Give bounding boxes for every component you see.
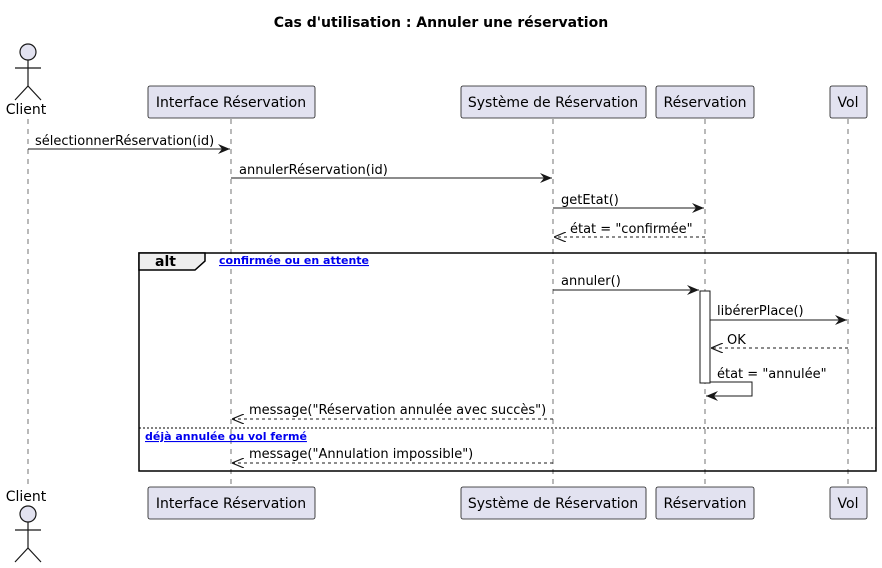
alt-keyword: alt [155, 254, 176, 270]
participant-label-client-top: Client [6, 102, 47, 118]
participant-box-vol-bottom [829, 486, 868, 520]
participant-label-interface-top: Interface Réservation [156, 95, 306, 111]
participant-box-reservation-top [655, 85, 755, 119]
actor-client-bottom [14, 505, 42, 563]
message-label-7: OK [727, 333, 746, 348]
message-label-1: sélectionnerRéservation(id) [35, 134, 214, 149]
participant-label-interface-bottom: Interface Réservation [156, 496, 306, 512]
alt-fragment: alt confirmée ou en attente déjà annulée… [138, 252, 877, 472]
alt-frame [138, 252, 877, 472]
message-label-4: état = "confirmée" [570, 222, 693, 237]
message-arrow-8-self [706, 381, 753, 401]
alt-tab [138, 252, 206, 271]
participant-box-reservation-bottom [655, 486, 755, 520]
participant-box-systeme-top [460, 85, 647, 119]
actor-legs [14, 85, 42, 101]
participant-box-systeme-bottom [460, 486, 647, 520]
alt-condition-1: confirmée ou en attente [219, 254, 369, 267]
participant-box-interface-bottom [147, 486, 316, 520]
participant-label-systeme-top: Système de Réservation [468, 95, 638, 111]
message-label-9: message("Réservation annulée avec succès… [249, 403, 546, 418]
message-label-3: getEtat() [561, 193, 619, 208]
message-label-10: message("Annulation impossible") [249, 447, 473, 462]
participant-label-reservation-top: Réservation [663, 95, 746, 111]
participant-label-vol-bottom: Vol [838, 496, 859, 512]
message-label-2: annulerRéservation(id) [239, 163, 388, 178]
message-label-6: libérerPlace() [717, 304, 804, 319]
actor-head [19, 505, 37, 523]
diagram-title: Cas d'utilisation : Annuler une réservat… [274, 15, 608, 31]
activation-bar-reservation [699, 290, 711, 384]
participant-label-vol-top: Vol [838, 95, 859, 111]
participant-box-interface-top [147, 85, 316, 119]
participant-box-vol-top [829, 85, 868, 119]
participant-label-reservation-bottom: Réservation [663, 496, 746, 512]
actor-legs [14, 547, 42, 563]
participant-label-client-bottom: Client [6, 489, 47, 505]
actor-client-top [14, 43, 42, 101]
message-label-8: état = "annulée" [717, 367, 827, 382]
alt-condition-2: déjà annulée ou vol fermé [145, 430, 307, 443]
actor-head [19, 43, 37, 61]
participant-label-systeme-bottom: Système de Réservation [468, 496, 638, 512]
message-label-5: annuler() [561, 274, 621, 289]
